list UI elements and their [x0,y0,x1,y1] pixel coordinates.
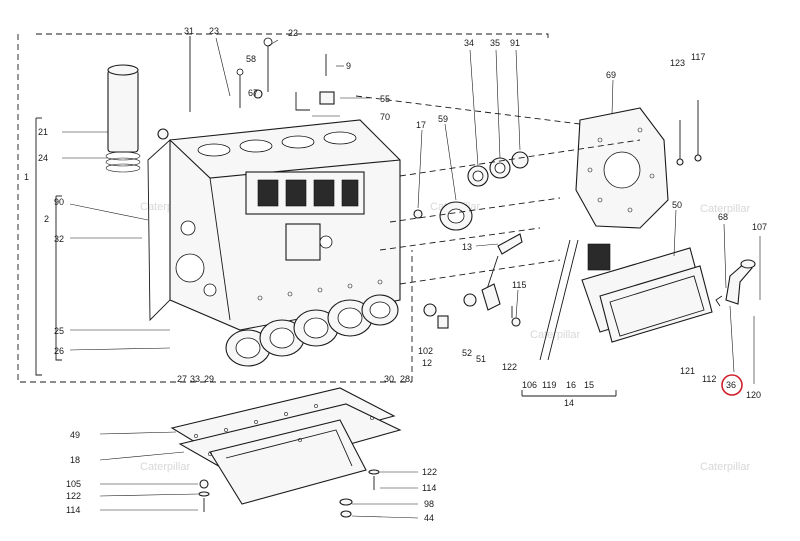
callout-115: 115 [512,280,526,290]
callout-69: 69 [606,70,616,80]
callout-labels: 31 23 22 58 67 9 55 70 34 35 91 59 17 69… [24,26,767,523]
alignment-lines [355,95,641,285]
callout-25: 25 [54,326,64,336]
head-studs [157,36,335,140]
callout-98: 98 [424,499,434,509]
callout-15: 15 [584,380,594,390]
callout-55: 55 [380,94,390,104]
callout-121: 121 [680,366,695,376]
callout-51: 51 [476,354,486,364]
callout-106: 106 [522,380,537,390]
callout-67: 67 [248,88,258,98]
callout-102: 102 [418,346,433,356]
callout-21: 21 [38,127,48,137]
highlight-circle [721,374,743,396]
callout-52: 52 [462,348,472,358]
callout-22: 22 [288,28,298,38]
callout-9: 9 [346,61,351,71]
crank-seal [439,201,473,231]
cam-bushings [467,151,529,187]
callout-119: 119 [542,380,556,390]
callout-114-right: 114 [422,483,436,493]
callout-105: 105 [66,479,81,489]
watermark-text: Caterpillar [700,203,750,215]
callout-122-left: 122 [66,491,81,501]
cylinder-liner [105,64,141,173]
callout-16: 16 [566,380,576,390]
callout-28: 28 [400,374,410,384]
callout-50: 50 [672,200,682,210]
callout-14: 14 [564,398,574,408]
rear-plate [575,107,669,229]
watermark-text: Caterpillar [530,329,580,341]
callout-12: 12 [422,358,432,368]
callout-24: 24 [38,153,48,163]
callout-117: 117 [691,52,705,62]
group-bracket-14 [521,390,617,397]
engine-block [147,119,401,331]
oil-fittings [413,209,523,329]
callout-33: 33 [190,374,200,384]
callout-107: 107 [752,222,767,232]
group-bracket-left [35,117,62,376]
leader-lines [62,37,761,519]
callout-120: 120 [746,390,761,400]
callout-2: 2 [44,214,49,224]
callout-17: 17 [416,120,426,130]
callout-1: 1 [24,172,29,182]
callout-112: 112 [702,374,716,384]
callout-68: 68 [718,212,728,222]
breather-elbow [715,259,756,307]
callout-34: 34 [464,38,474,48]
callout-58: 58 [246,54,256,64]
callout-122-right: 122 [422,467,437,477]
callout-30: 30 [384,374,394,384]
callout-27: 27 [177,374,187,384]
callout-35: 35 [490,38,500,48]
main-bearings [225,294,399,367]
callout-49: 49 [70,430,80,440]
watermark-text: Caterpillar [700,461,750,473]
oil-pan [170,387,402,505]
callout-29: 29 [204,374,214,384]
callout-36: 36 [726,380,736,390]
callout-114-left: 114 [66,505,80,515]
callout-23: 23 [209,26,219,36]
callout-122-mid: 122 [502,362,517,372]
callout-70: 70 [380,112,390,122]
drain-plugs [198,469,380,518]
callout-91: 91 [510,38,520,48]
block-group-frame [17,33,549,383]
callout-26: 26 [54,346,64,356]
callout-32: 32 [54,234,64,244]
callout-13: 13 [462,242,472,252]
watermark-text: Caterpillar [140,461,190,473]
callout-59: 59 [438,114,448,124]
plate-bolts [676,100,702,166]
callout-123: 123 [670,58,685,68]
side-cover [539,239,713,361]
callout-31: 31 [184,26,194,36]
callout-18: 18 [70,455,80,465]
callout-44: 44 [424,513,434,523]
callout-90: 90 [54,197,64,207]
